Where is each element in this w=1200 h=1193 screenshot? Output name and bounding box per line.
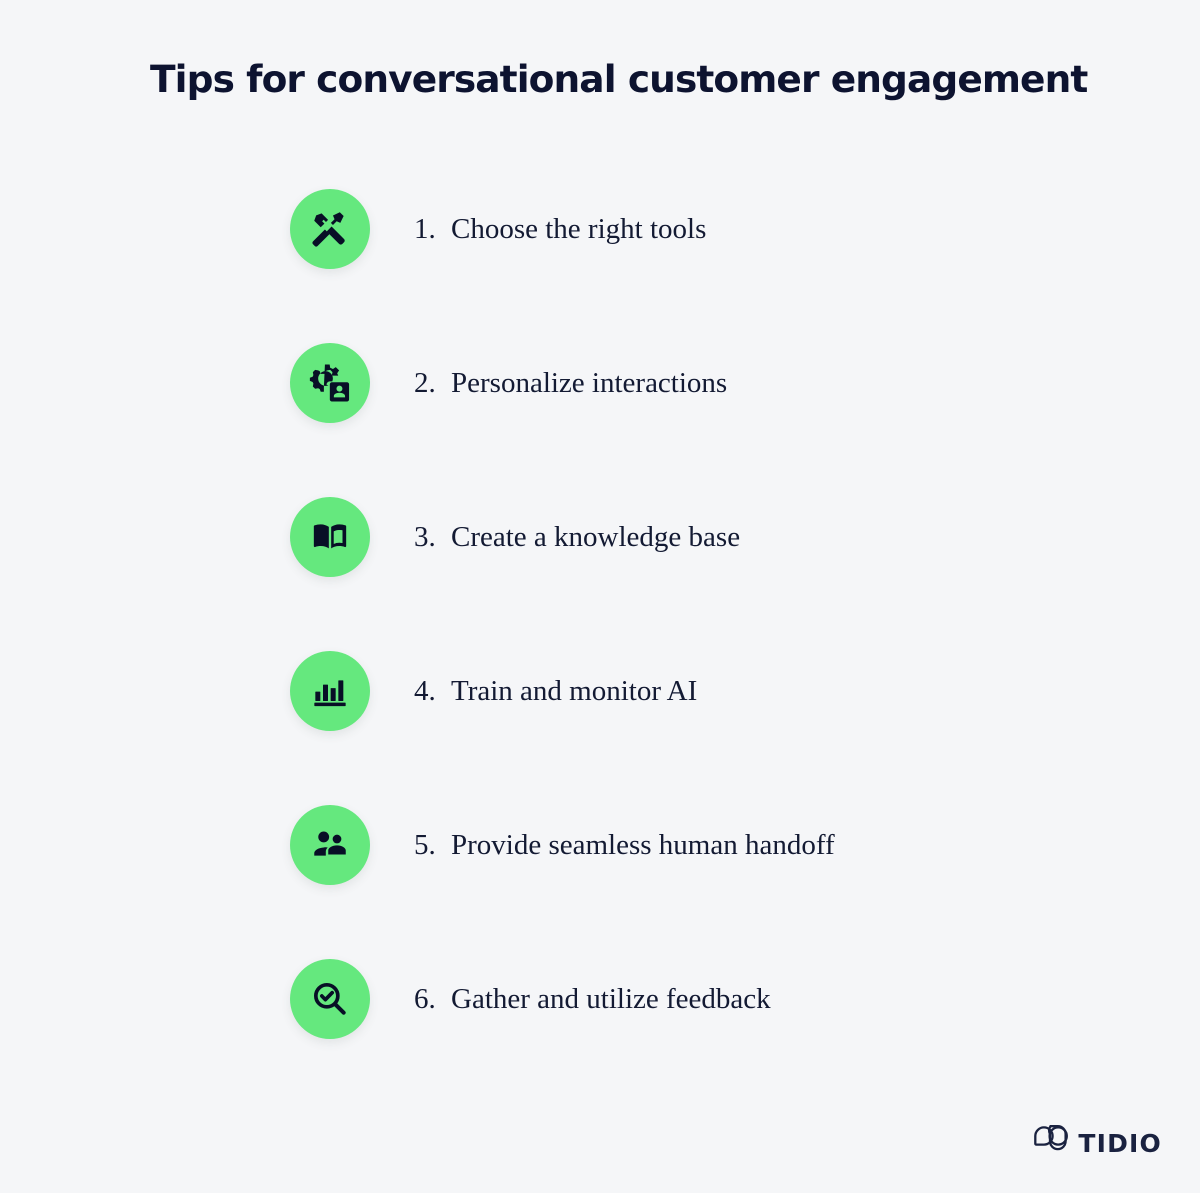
tip-label: Personalize interactions: [451, 366, 728, 399]
tools-hammer-screwdriver-icon: [309, 208, 351, 250]
list-item: 6. Gather and utilize feedback: [290, 959, 1070, 1039]
list-item: 3. Create a knowledge base: [290, 497, 1070, 577]
list-item: 5. Provide seamless human handoff: [290, 805, 1070, 885]
tidio-overlapping-bubbles-icon: [1029, 1122, 1071, 1165]
logo-wordmark: TIDIO: [1078, 1129, 1162, 1158]
list-item: 4. Train and monitor AI: [290, 651, 1070, 731]
tip-text: 2. Personalize interactions: [414, 365, 727, 401]
tip-icon-badge: [290, 343, 370, 423]
tip-text: 6. Gather and utilize feedback: [414, 981, 771, 1017]
tip-icon-badge: [290, 497, 370, 577]
tip-number: 5.: [414, 828, 436, 861]
tip-number: 2.: [414, 366, 436, 399]
tip-text: 1. Choose the right tools: [414, 211, 706, 247]
open-book-icon: [310, 517, 350, 557]
tidio-logo: TIDIO: [1029, 1122, 1162, 1165]
tip-label: Provide seamless human handoff: [451, 828, 835, 861]
gear-person-badge-icon: [309, 362, 351, 404]
tip-number: 1.: [414, 212, 436, 245]
tip-label: Train and monitor AI: [451, 674, 698, 707]
tip-number: 4.: [414, 674, 436, 707]
list-item: 2. Personalize interactions: [290, 343, 1070, 423]
tip-icon-badge: [290, 651, 370, 731]
tip-icon-badge: [290, 959, 370, 1039]
tip-number: 3.: [414, 520, 436, 553]
tip-icon-badge: [290, 189, 370, 269]
tip-icon-badge: [290, 805, 370, 885]
tip-label: Gather and utilize feedback: [451, 982, 771, 1015]
tip-text: 4. Train and monitor AI: [414, 673, 697, 709]
tip-text: 3. Create a knowledge base: [414, 519, 740, 555]
magnifier-check-icon: [310, 979, 350, 1019]
list-item: 1. Choose the right tools: [290, 189, 1070, 269]
tip-number: 6.: [414, 982, 436, 1015]
group-people-icon: [309, 824, 351, 866]
tip-text: 5. Provide seamless human handoff: [414, 827, 835, 863]
tip-label: Choose the right tools: [451, 212, 707, 245]
bar-chart-icon: [310, 671, 350, 711]
tip-label: Create a knowledge base: [451, 520, 741, 553]
page-title: Tips for conversational customer engagem…: [150, 57, 1088, 101]
tips-list: 1. Choose the right tools 2. Personalize…: [290, 189, 1070, 1039]
